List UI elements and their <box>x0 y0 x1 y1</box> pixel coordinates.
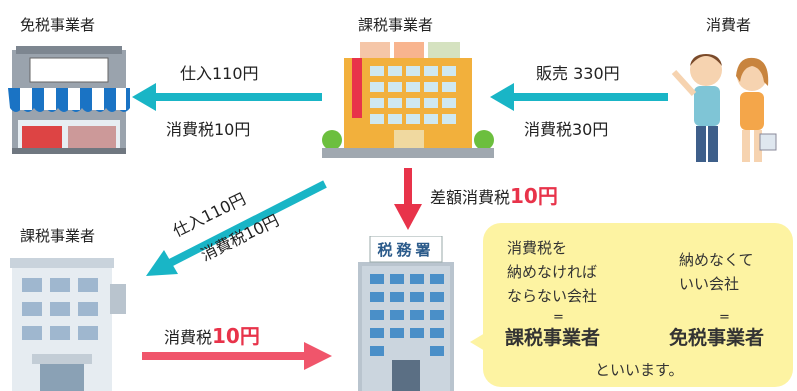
bubble-right-line2: いい会社 <box>679 275 740 293</box>
label-exempt-business: 免税事業者 <box>20 16 96 34</box>
difference-tax-prefix: 差額消費税 <box>430 188 511 207</box>
arrow-taxable-to-exempt <box>132 83 322 111</box>
arrow-diagonal-to-left-business <box>146 180 327 276</box>
sales-amount: 販売 330円 <box>536 64 620 83</box>
shop-icon <box>8 46 130 154</box>
bubble-left-equals: = <box>553 310 564 325</box>
difference-tax-label: 差額消費税10円 <box>430 180 558 209</box>
consumption-tax-top: 消費税10円 <box>166 120 251 139</box>
difference-tax-amount: 10円 <box>510 184 558 208</box>
consumers-couple-icon <box>671 54 777 162</box>
bubble-right-equals: = <box>719 310 730 325</box>
bubble-tail <box>470 330 490 354</box>
label-taxable-business-center: 課税事業者 <box>358 16 434 34</box>
arrow-left-business-to-tax-office <box>142 342 332 370</box>
purchase-amount-top: 仕入110円 <box>180 64 259 83</box>
arrow-consumer-to-taxable <box>490 83 668 111</box>
tax-office-building-icon <box>358 236 454 391</box>
arrow-to-tax-office-vertical <box>394 168 422 230</box>
label-consumer: 消費者 <box>706 16 752 34</box>
bubble-exempt-term: 免税事業者 <box>669 327 765 349</box>
bottom-tax-label: 消費税10円 <box>164 320 260 349</box>
bubble-footer: といいます。 <box>595 361 684 379</box>
definition-bubble: 消費税を 納めなければ ならない会社 = 課税事業者 納めなくて いい会社 = … <box>483 223 793 387</box>
consumption-tax-sales: 消費税30円 <box>524 120 609 139</box>
bubble-left-line2: 納めなければ <box>507 263 598 281</box>
taxable-company-building-icon <box>322 42 494 158</box>
taxable-company-office-icon <box>10 258 126 391</box>
bubble-taxable-term: 課税事業者 <box>505 327 601 349</box>
label-taxable-business-left: 課税事業者 <box>20 227 96 245</box>
bubble-right-line1: 納めなくて <box>679 251 754 269</box>
bottom-tax-amount: 10円 <box>212 324 260 348</box>
bottom-tax-prefix: 消費税 <box>164 328 213 347</box>
tax-office-sign: 税務署 <box>377 241 435 259</box>
bubble-left-line1: 消費税を <box>507 239 568 257</box>
bubble-left-line3: ならない会社 <box>507 287 598 305</box>
